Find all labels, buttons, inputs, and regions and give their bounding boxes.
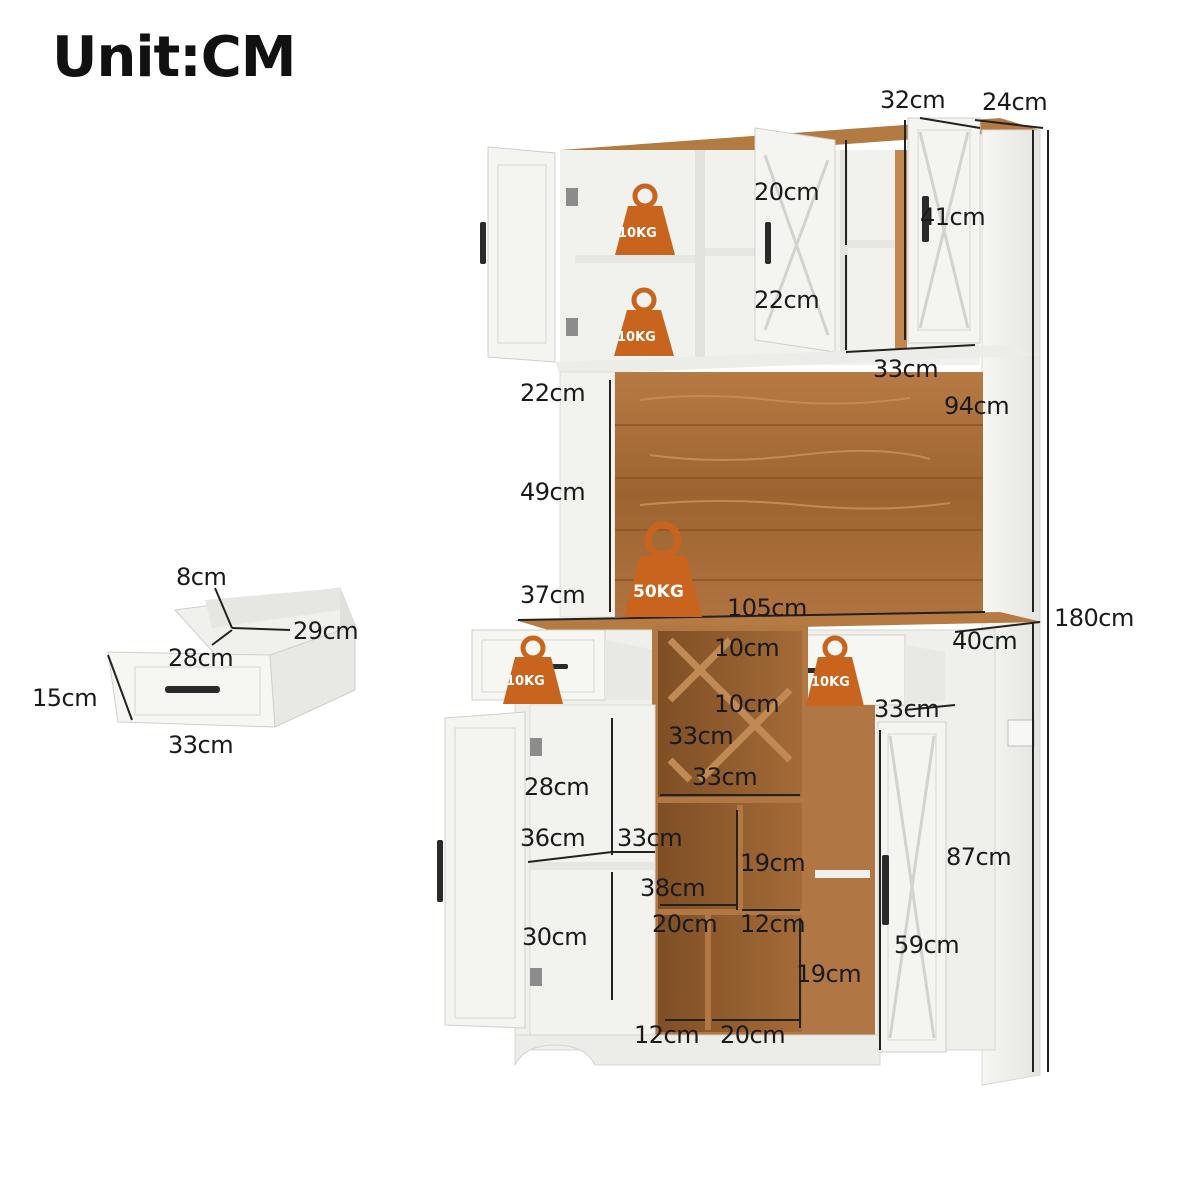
dim-open-top-22: 22cm	[520, 379, 586, 407]
dim-drawer-height-8: 8cm	[176, 563, 227, 591]
dim-door-59: 59cm	[894, 931, 960, 959]
weight-label-open-shelf: 50KG	[633, 582, 684, 602]
dim-drawer-inner-28: 28cm	[168, 644, 234, 672]
dim-wine-33a: 33cm	[668, 722, 734, 750]
dim-open-37: 37cm	[520, 581, 586, 609]
dim-cube-19a: 19cm	[740, 849, 806, 877]
dim-depth-40: 40cm	[952, 627, 1018, 655]
dim-cab-30: 30cm	[522, 923, 588, 951]
dim-lower-87: 87cm	[946, 843, 1012, 871]
dim-wine-10b: 10cm	[714, 690, 780, 718]
weight-label-upper-1: 10KG	[618, 226, 657, 241]
dim-cube-12a: 12cm	[740, 910, 806, 938]
dim-top-depth: 24cm	[982, 88, 1048, 116]
dim-drawer-front-15: 15cm	[32, 684, 98, 712]
dim-cube-20b: 20cm	[720, 1021, 786, 1049]
drawer-detail-illustration	[107, 587, 356, 728]
dim-drawer-width-33: 33cm	[168, 731, 234, 759]
dim-upper-shelf-20: 20cm	[754, 178, 820, 206]
dim-cube-19b: 19cm	[796, 960, 862, 988]
weight-badge-upper-2	[614, 287, 674, 356]
dim-open-49: 49cm	[520, 478, 586, 506]
dimension-lines	[107, 117, 1049, 1072]
weight-badge-open-shelf	[624, 521, 702, 617]
dim-cube-12b: 12cm	[634, 1021, 700, 1049]
dim-width-105: 105cm	[727, 594, 807, 622]
dim-wine-33b: 33cm	[692, 763, 758, 791]
dim-upper-width-33: 33cm	[873, 355, 939, 383]
dim-top-width: 32cm	[880, 86, 946, 114]
dim-drawer-depth-29: 29cm	[293, 617, 359, 645]
dim-door-41: 41cm	[920, 203, 986, 231]
dim-wine-10a: 10cm	[714, 634, 780, 662]
dim-cab-33: 33cm	[617, 824, 683, 852]
unit-title: Unit:CM	[52, 25, 297, 90]
dim-drawer-open-33: 33cm	[874, 695, 940, 723]
weight-badge-drawer-left	[503, 635, 563, 704]
weight-label-upper-2: 10KG	[617, 330, 656, 345]
dim-total-180: 180cm	[1054, 604, 1134, 632]
weight-label-drawer-right: 10KG	[811, 675, 850, 690]
weight-badge-drawer-right	[806, 635, 864, 706]
dim-cab-36: 36cm	[520, 824, 586, 852]
dim-hutch-94: 94cm	[944, 392, 1010, 420]
dim-cab-28: 28cm	[524, 773, 590, 801]
dim-cube-38: 38cm	[640, 874, 706, 902]
dim-upper-shelf-22: 22cm	[754, 286, 820, 314]
dim-cube-20a: 20cm	[652, 910, 718, 938]
weight-badge-upper-1	[615, 183, 675, 255]
lower-cabinet	[437, 625, 1035, 1066]
weight-label-drawer-left: 10KG	[506, 674, 545, 689]
